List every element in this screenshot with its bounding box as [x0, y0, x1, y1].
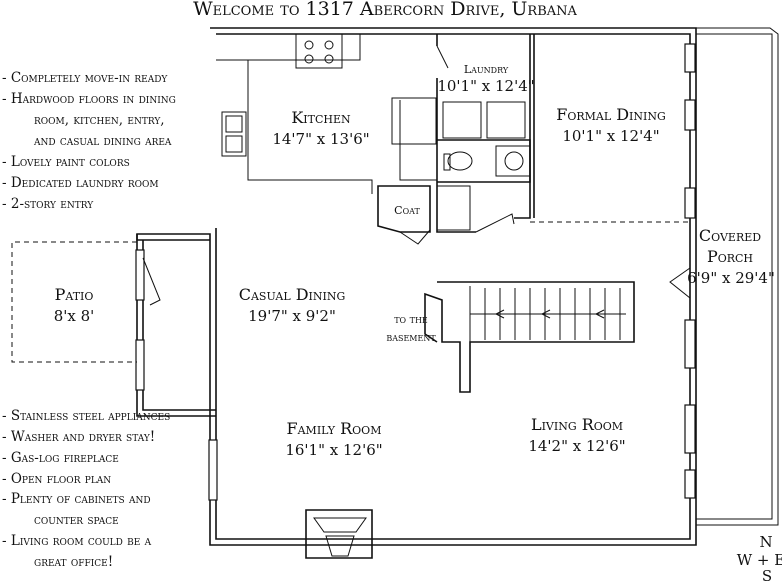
living-room-dims: 14'2" x 12'6" [528, 437, 625, 455]
patio-dims: 8'x 8' [54, 307, 95, 325]
compass-west-east: W + E [737, 551, 782, 569]
covered-porch-label-1: Covered [699, 226, 761, 245]
laundry-label: Laundry [464, 63, 509, 76]
interior-rooms [377, 34, 690, 245]
feature-item: - Completely move-in ready [2, 70, 168, 86]
feature-item: - Open floor plan [2, 471, 111, 487]
patio-label: Patio [55, 285, 94, 304]
family-room-dims: 16'1" x 12'6" [285, 441, 382, 459]
feature-item: and casual dining area [33, 133, 172, 149]
feature-item: - Gas-log fireplace [2, 450, 119, 466]
dryer-icon [486, 101, 526, 139]
basement-label-1: to the [394, 313, 428, 326]
stairs [424, 281, 635, 393]
compass-north: N [759, 533, 772, 551]
feature-item: - Living room could be a [2, 533, 152, 549]
sink-icon [221, 111, 247, 157]
feature-item: great office! [34, 554, 113, 570]
kitchen-dims: 14'7" x 13'6" [272, 130, 369, 148]
feature-item: room, kitchen, entry, [34, 112, 165, 128]
feature-item: - Dedicated laundry room [2, 175, 159, 191]
patio-outline [11, 241, 161, 363]
feature-item: - Stainless steel appliances [2, 408, 170, 424]
features-bottom-list: - Stainless steel appliances - Washer an… [2, 408, 170, 570]
toilet-icon [447, 151, 473, 171]
covered-porch-outline [669, 27, 779, 526]
family-room-label: Family Room [287, 419, 382, 438]
formal-dining-label: Formal Dining [556, 105, 666, 124]
casual-dining-label: Casual Dining [239, 285, 346, 304]
bath-sink-icon [495, 145, 531, 177]
windows [135, 43, 696, 501]
feature-item: - 2-story entry [2, 196, 94, 212]
compass: N W + E S [737, 533, 782, 581]
feature-item: - Lovely paint colors [2, 154, 130, 170]
laundry-dims: 10'1" x 12'4" [437, 77, 534, 95]
formal-dining-dims: 10'1" x 12'4" [562, 127, 659, 145]
feature-item: - Hardwood floors in dining [2, 91, 176, 107]
feature-item: counter space [34, 512, 119, 528]
casual-dining-dims: 19'7" x 9'2" [248, 307, 336, 325]
kitchen-counters [216, 33, 437, 194]
covered-porch-dims: 6'9" x 29'4" [687, 269, 775, 287]
covered-porch-label-2: Porch [707, 247, 753, 266]
basement-label-2: basement [386, 331, 436, 344]
fireplace-icon [305, 509, 373, 559]
stove-icon [295, 33, 343, 69]
washer-icon [442, 101, 482, 139]
living-room-label: Living Room [531, 415, 623, 434]
page-title: Welcome to 1317 Abercorn Drive, Urbana [193, 0, 577, 20]
refrigerator-icon [391, 97, 437, 145]
feature-item: - Washer and dryer stay! [2, 429, 155, 445]
features-top-list: - Completely move-in ready - Hardwood fl… [2, 70, 176, 212]
compass-south: S [762, 567, 772, 581]
feature-item: - Plenty of cabinets and [2, 491, 151, 507]
coat-closet-label: Coat [394, 204, 420, 217]
kitchen-label: Kitchen [291, 108, 351, 127]
